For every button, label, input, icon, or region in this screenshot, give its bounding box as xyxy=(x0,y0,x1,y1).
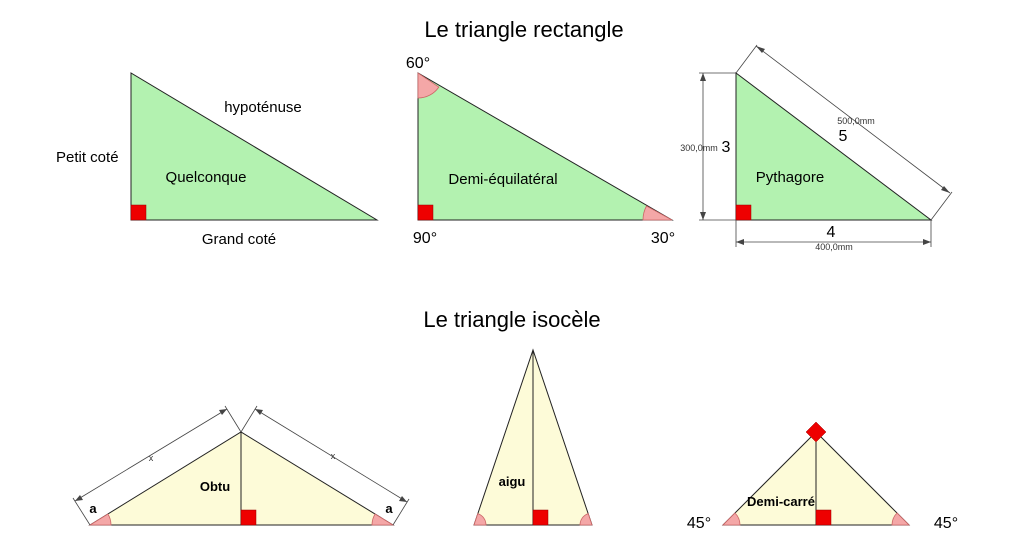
dimension-extension-line xyxy=(72,497,91,526)
triangle-aigu: aigu xyxy=(473,348,593,526)
triangle-demi-equilateral-shape xyxy=(417,72,674,221)
triangle-obtu: Obtu a a x x xyxy=(72,405,410,526)
dimension-extension-line xyxy=(735,44,758,74)
dimension-arrowhead xyxy=(255,409,263,415)
angle-60-label: 60° xyxy=(406,55,430,72)
dimension-arrowhead xyxy=(219,409,227,415)
triangle-quelconque-shape xyxy=(130,72,379,221)
dimension-arrowhead xyxy=(75,495,83,501)
dimension-arrowhead xyxy=(700,212,706,220)
side-5-label: 5 xyxy=(839,128,848,145)
angle-a-left-marker xyxy=(88,513,112,526)
angle-a-left-label: a xyxy=(89,501,97,516)
angle-45-left-marker xyxy=(722,512,741,526)
angle-marker-left xyxy=(473,513,487,526)
angle-a-right-marker xyxy=(371,513,395,526)
angle-90-label: 90° xyxy=(413,230,437,247)
triangle-pythagore-shape xyxy=(735,71,933,221)
dimension-arrowhead xyxy=(941,186,950,193)
short-side-label: Petit coté xyxy=(56,149,119,166)
dimension-arrowhead xyxy=(700,73,706,81)
dimension-line-left xyxy=(74,408,228,502)
right-angle-marker xyxy=(532,509,549,526)
dimension-horizontal-text: 400,0mm xyxy=(815,242,853,252)
angle-60-marker xyxy=(417,72,440,99)
angle-45-right-marker xyxy=(891,512,910,526)
dimension-line-diagonal xyxy=(755,45,951,194)
dimension-arrowhead xyxy=(399,496,407,502)
dimension-extension-line xyxy=(224,405,242,433)
angle-30-label: 30° xyxy=(651,230,675,247)
angle-a-right-label: a xyxy=(385,501,393,516)
triangle-demi-equilateral: Demi-équilatéral 60° 90° 30° xyxy=(406,55,675,247)
triangle-demi-carre-label: Demi-carré xyxy=(747,494,815,509)
dimension-arrowhead xyxy=(923,239,931,245)
right-angle-marker xyxy=(130,204,147,221)
title-right-triangle: Le triangle rectangle xyxy=(424,17,623,42)
angle-30-marker xyxy=(642,205,673,221)
dimension-extension-line xyxy=(240,405,258,433)
right-angle-marker xyxy=(417,204,434,221)
triangle-aigu-label: aigu xyxy=(499,474,526,489)
triangle-quelconque: Quelconque hypoténuse Petit coté Grand c… xyxy=(56,72,379,248)
triangle-pythagore-label: Pythagore xyxy=(756,169,824,186)
dimension-vertical-text: 300,0mm xyxy=(680,143,718,153)
tick-x-right: x xyxy=(331,451,336,461)
dimension-extension-line xyxy=(930,191,953,221)
right-angle-marker xyxy=(240,509,257,526)
triangle-pythagore: Pythagore 300,0mm 3 4 400,0mm 500,0mm 5 xyxy=(680,44,953,252)
right-angle-marker xyxy=(735,204,752,221)
dimension-arrowhead xyxy=(756,46,765,53)
triangle-quelconque-label: Quelconque xyxy=(166,169,247,186)
apex-right-angle-marker xyxy=(805,421,827,443)
dimension-diagonal-text: 500,0mm xyxy=(837,116,875,126)
triangle-demi-equilateral-label: Demi-équilatéral xyxy=(448,171,557,188)
hypotenuse-label: hypoténuse xyxy=(224,99,302,116)
dimension-line-right xyxy=(254,408,408,503)
angle-marker-right xyxy=(579,513,593,526)
angle-45-right-label: 45° xyxy=(934,515,958,532)
title-isosceles-triangle: Le triangle isocèle xyxy=(423,307,600,332)
triangle-demi-carre: Demi-carré 45° 45° xyxy=(687,421,958,532)
angle-45-left-label: 45° xyxy=(687,515,711,532)
right-angle-marker xyxy=(815,509,832,526)
triangle-obtu-label: Obtu xyxy=(200,479,230,494)
side-3-label: 3 xyxy=(722,139,731,156)
dimension-extension-line xyxy=(392,498,410,526)
long-side-label: Grand coté xyxy=(202,231,276,248)
side-4-label: 4 xyxy=(827,224,836,241)
dimension-arrowhead xyxy=(736,239,744,245)
tick-x-left: x xyxy=(149,453,154,463)
